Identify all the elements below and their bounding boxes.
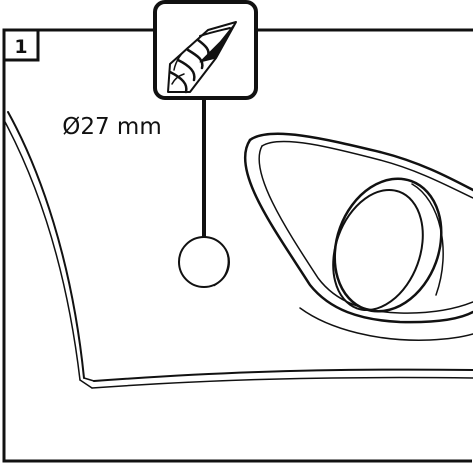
hole-diameter-label: Ø27 mm: [62, 114, 162, 140]
bumper-outline: [3, 111, 473, 389]
fog-lamp-lens: [332, 177, 444, 313]
tool-callout: [153, 0, 258, 100]
step-drill-bit-icon: [167, 21, 237, 94]
step-number-box: 1: [2, 28, 40, 62]
fog-lamp-housing: [243, 132, 473, 341]
step-number: 1: [14, 36, 27, 58]
drill-hole-shadow: [213, 243, 229, 287]
diagram-frame: [2, 28, 473, 463]
